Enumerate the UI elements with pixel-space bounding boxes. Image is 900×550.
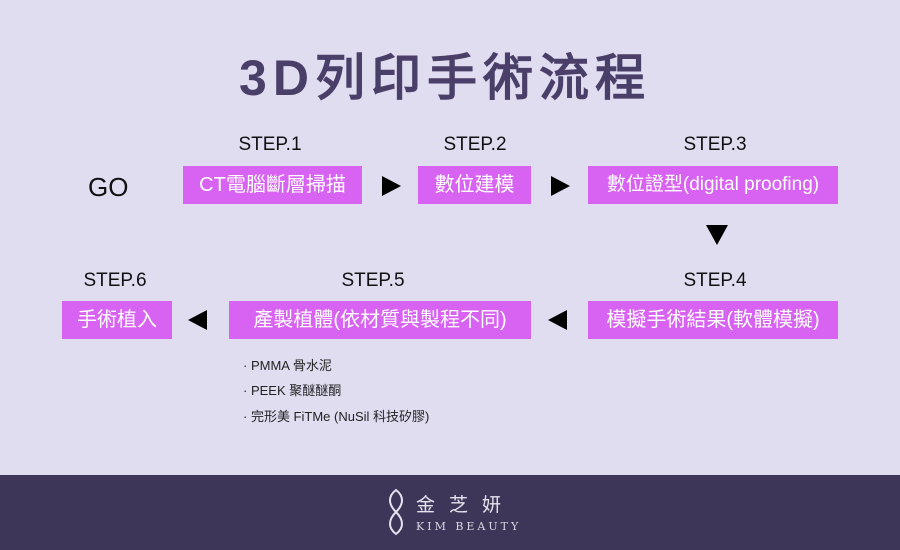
step-5-box: 產製植體(依材質與製程不同) bbox=[229, 301, 531, 339]
step-2-label: STEP.2 bbox=[443, 134, 507, 155]
brand-logo-icon bbox=[389, 488, 403, 536]
arrow-left-icon bbox=[188, 310, 207, 330]
step-4-label: STEP.4 bbox=[683, 270, 747, 291]
step-5-label: STEP.5 bbox=[341, 270, 405, 291]
arrow-left-icon bbox=[548, 310, 567, 330]
step-1-box: CT電腦斷層掃描 bbox=[183, 166, 362, 204]
step-3-box: 數位證型(digital proofing) bbox=[588, 166, 838, 204]
brand-name-cn: 金芝妍 bbox=[416, 494, 516, 516]
step-4-box: 模擬手術結果(軟體模擬) bbox=[588, 301, 838, 339]
footer bbox=[0, 475, 900, 550]
arrow-down-icon bbox=[706, 225, 728, 245]
step-6-label: STEP.6 bbox=[83, 270, 147, 291]
step-6-box: 手術植入 bbox=[62, 301, 172, 339]
material-item: · PMMA 骨水泥 bbox=[243, 358, 332, 373]
page-title: 3D列印手術流程 bbox=[239, 50, 651, 106]
brand-name-en: KIM BEAUTY bbox=[416, 520, 522, 533]
material-item: · PEEK 聚醚醚酮 bbox=[243, 383, 342, 398]
arrow-right-icon bbox=[382, 176, 401, 196]
step-3-label: STEP.3 bbox=[683, 134, 747, 155]
step-1-label: STEP.1 bbox=[238, 134, 302, 155]
material-item: · 完形美 FiTMe (NuSil 科技矽膠) bbox=[243, 409, 430, 424]
go-label: GO bbox=[88, 172, 129, 202]
arrow-right-icon bbox=[551, 176, 570, 196]
step-2-box: 數位建模 bbox=[418, 166, 531, 204]
